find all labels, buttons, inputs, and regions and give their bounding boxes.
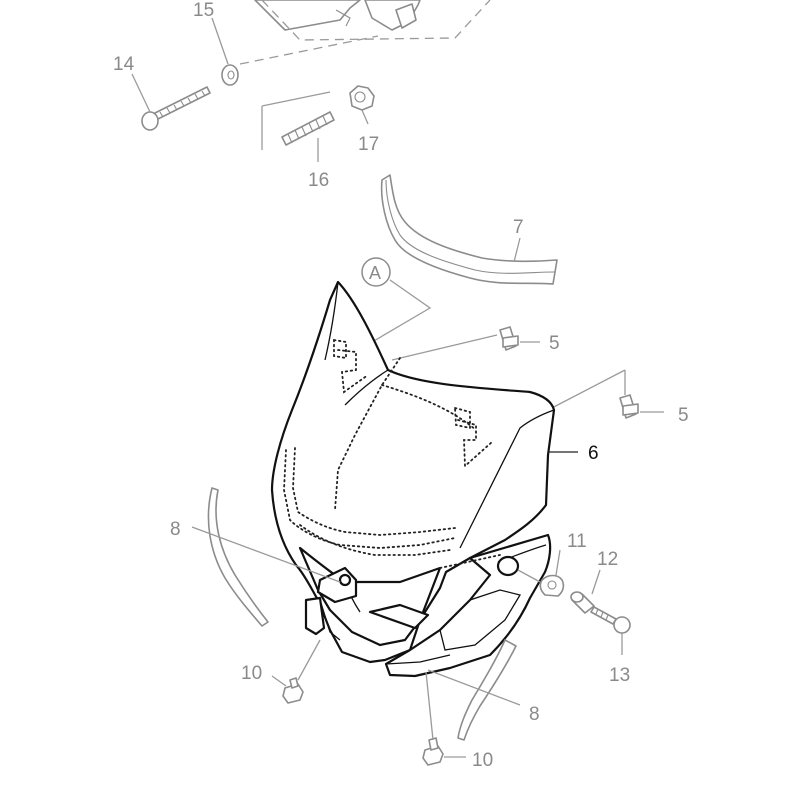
part-10-screw-right: 10 <box>422 671 493 771</box>
part-15-washer: 15 <box>193 0 239 86</box>
callout-8-right: 8 <box>529 704 540 725</box>
callout-15: 15 <box>193 0 214 21</box>
part-7-edge-trim: 7 <box>380 174 558 285</box>
callout-10-left: 10 <box>241 663 262 684</box>
callout-5-upper: 5 <box>549 333 560 354</box>
part-8-seal-right: 8 <box>427 639 540 741</box>
callout-16: 16 <box>308 170 329 191</box>
part-16-spring: 16 <box>261 91 335 191</box>
callout-12: 12 <box>597 549 618 570</box>
part-13-bolt: 13 <box>590 606 631 686</box>
callout-8-left: 8 <box>170 519 181 540</box>
part-5-clip-right: 5 <box>547 369 689 426</box>
callout-13: 13 <box>609 665 630 686</box>
callout-17: 17 <box>358 134 379 155</box>
part-10-screw-left: 10 <box>241 639 321 704</box>
part-17-nut: 17 <box>349 85 379 155</box>
callout-5-right: 5 <box>678 405 689 426</box>
part-8-seal-left: 8 <box>170 487 341 627</box>
callout-14: 14 <box>113 54 135 75</box>
detail-marker-a: A <box>349 257 432 356</box>
part-5-clip-upper: 5 <box>391 326 560 361</box>
callout-11: 11 <box>567 531 587 552</box>
callout-7: 7 <box>513 217 524 238</box>
callout-10-right: 10 <box>472 750 493 771</box>
part-14-bolt: 14 <box>113 54 211 131</box>
part-6-headlight-cowl: 6 <box>270 280 599 678</box>
detail-marker-label: A <box>369 263 381 283</box>
part-11-grommet: 11 <box>517 531 587 597</box>
callout-6: 6 <box>588 443 599 464</box>
headlight-bracket-assembly <box>239 0 491 65</box>
part-12-collar: 12 <box>570 549 618 614</box>
